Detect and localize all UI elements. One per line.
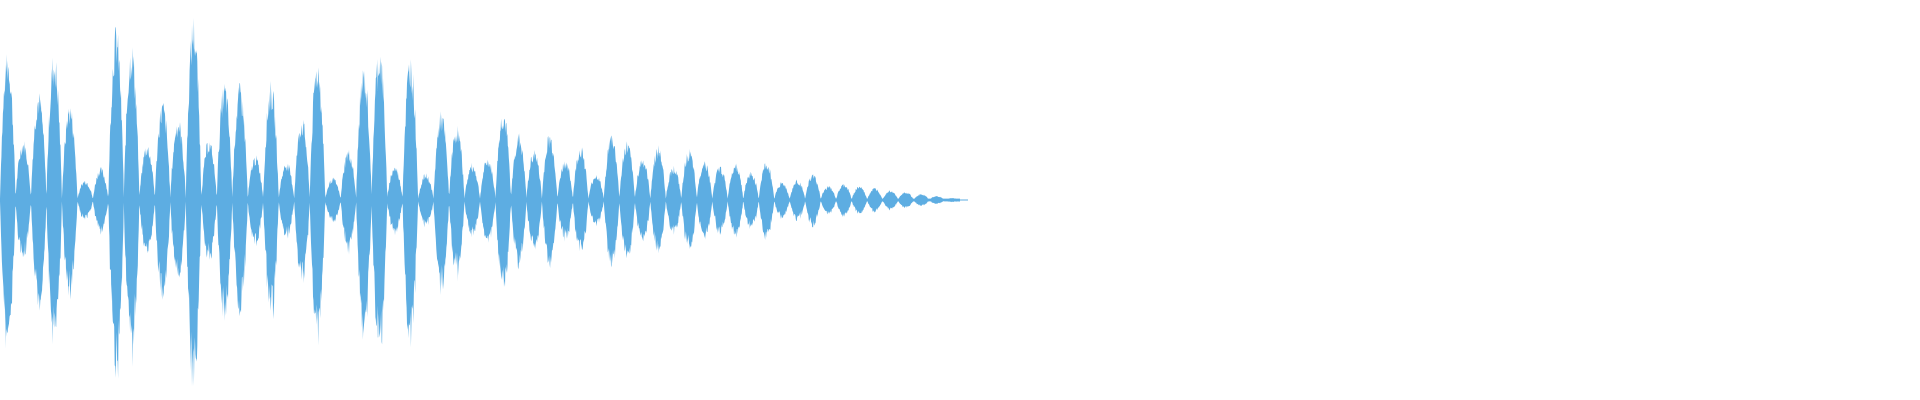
- waveform-path: [0, 17, 960, 387]
- waveform-shape: [0, 17, 968, 387]
